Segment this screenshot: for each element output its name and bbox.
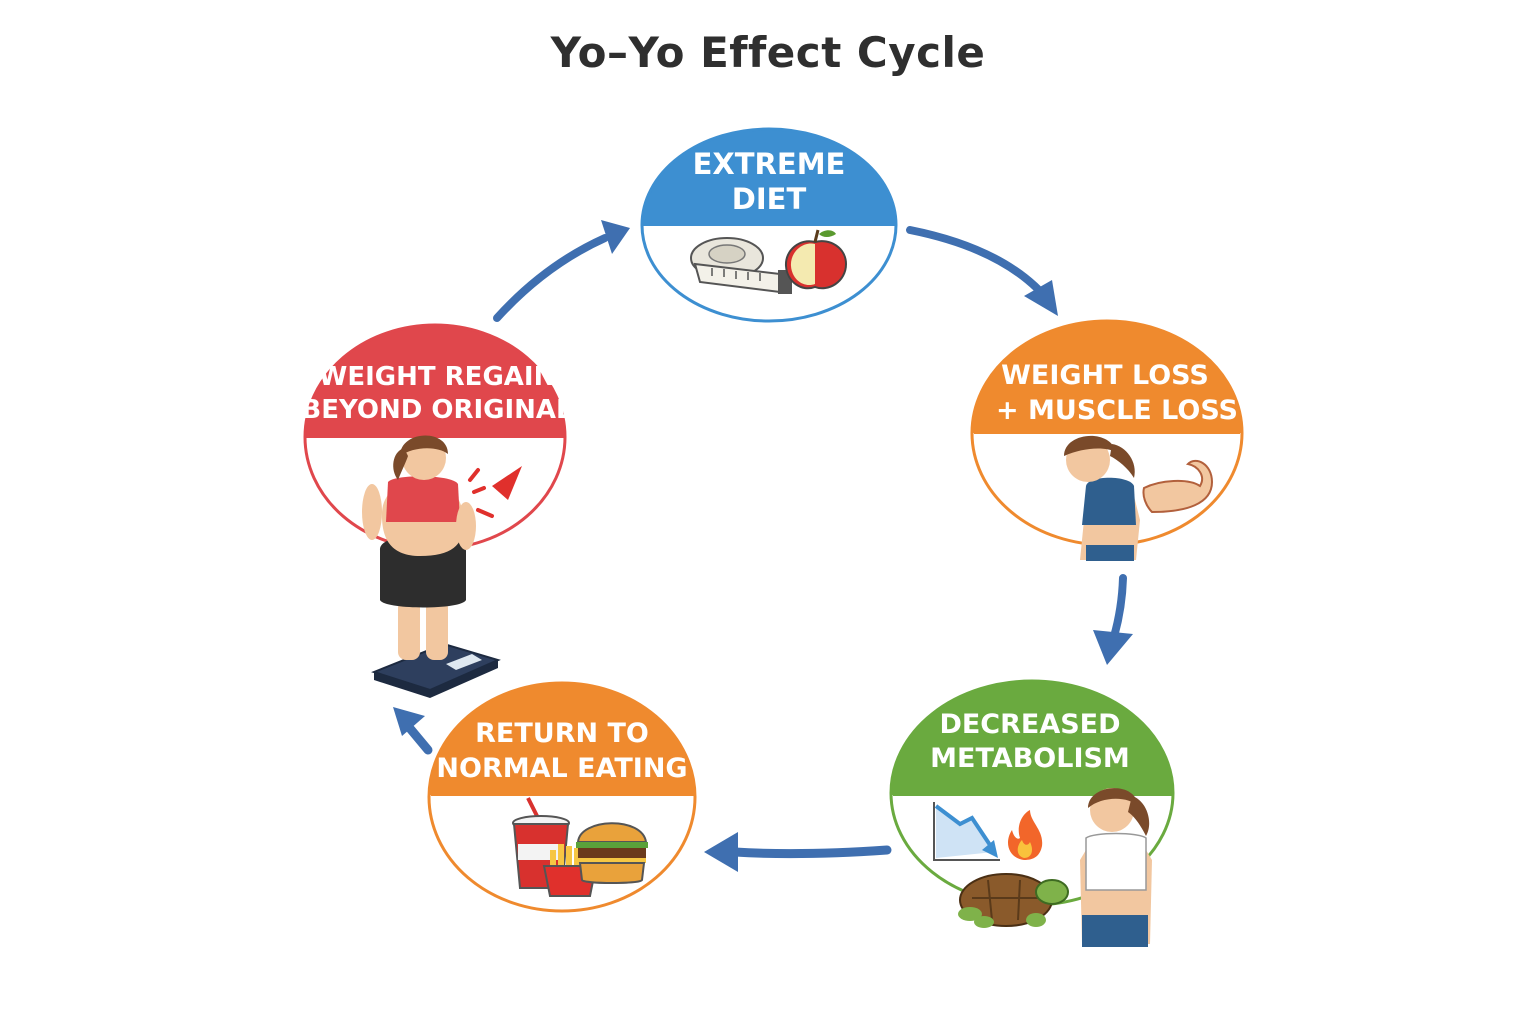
thin-woman-figure bbox=[1064, 435, 1140, 561]
stage-decreased-metabolism-label-line1: DECREASED bbox=[939, 709, 1120, 740]
stage-weight-regain: WEIGHT REGAIN BEYOND ORIGINAL bbox=[301, 323, 573, 698]
stage-return-normal-eating-label-line2: NORMAL EATING bbox=[436, 753, 687, 784]
flexed-arm-icon bbox=[1142, 459, 1214, 514]
arrow-metabolism-to-eating bbox=[730, 845, 892, 859]
stage-return-normal-eating: RETURN TO NORMAL EATING bbox=[427, 681, 697, 913]
arrow-eating-to-regain bbox=[403, 721, 433, 755]
stage-weight-loss-label-line1: WEIGHT LOSS bbox=[1001, 360, 1209, 391]
turtle-icon bbox=[958, 873, 1069, 928]
stage-weight-loss-label-line2: + MUSCLE LOSS bbox=[996, 395, 1238, 426]
diagram-title: Yo–Yo Effect Cycle bbox=[550, 28, 986, 77]
stage-extreme-diet-label-line2: DIET bbox=[732, 182, 807, 216]
arrow-regain-to-diet bbox=[493, 234, 609, 322]
arrow-regain-to-diet-head bbox=[601, 220, 630, 254]
arrow-loss-to-metabolism bbox=[1109, 574, 1127, 644]
arrow-eating-to-regain-head bbox=[393, 707, 425, 736]
stage-extreme-diet: EXTREME DIET bbox=[640, 127, 898, 323]
fire-icon bbox=[1008, 810, 1043, 860]
stage-decreased-metabolism: DECREASED METABOLISM bbox=[889, 679, 1175, 947]
alert-burst-icon bbox=[468, 466, 522, 518]
arrow-loss-to-metabolism-head bbox=[1093, 630, 1133, 665]
stage-weight-loss: WEIGHT LOSS + MUSCLE LOSS bbox=[970, 319, 1244, 561]
stage-return-normal-eating-label-line1: RETURN TO bbox=[475, 718, 649, 749]
woman-figure bbox=[1080, 788, 1152, 947]
stage-extreme-diet-label-line1: EXTREME bbox=[693, 147, 846, 181]
heavy-woman-figure bbox=[362, 435, 476, 660]
arrow-diet-to-loss-head bbox=[1024, 280, 1058, 316]
burger-icon bbox=[576, 822, 648, 884]
stage-weight-regain-label-line2: BEYOND ORIGINAL bbox=[301, 395, 572, 425]
cycle-arrows bbox=[393, 220, 1133, 872]
arrow-metabolism-to-eating-head bbox=[704, 832, 738, 872]
bathroom-scale-icon bbox=[371, 642, 501, 698]
tape-measure-icon bbox=[690, 237, 792, 294]
stage-decreased-metabolism-label-line2: METABOLISM bbox=[930, 743, 1130, 774]
apple-icon bbox=[784, 229, 848, 290]
stage-weight-regain-label-line1: WEIGHT REGAIN bbox=[319, 362, 556, 392]
declining-chart-icon bbox=[933, 802, 1000, 861]
